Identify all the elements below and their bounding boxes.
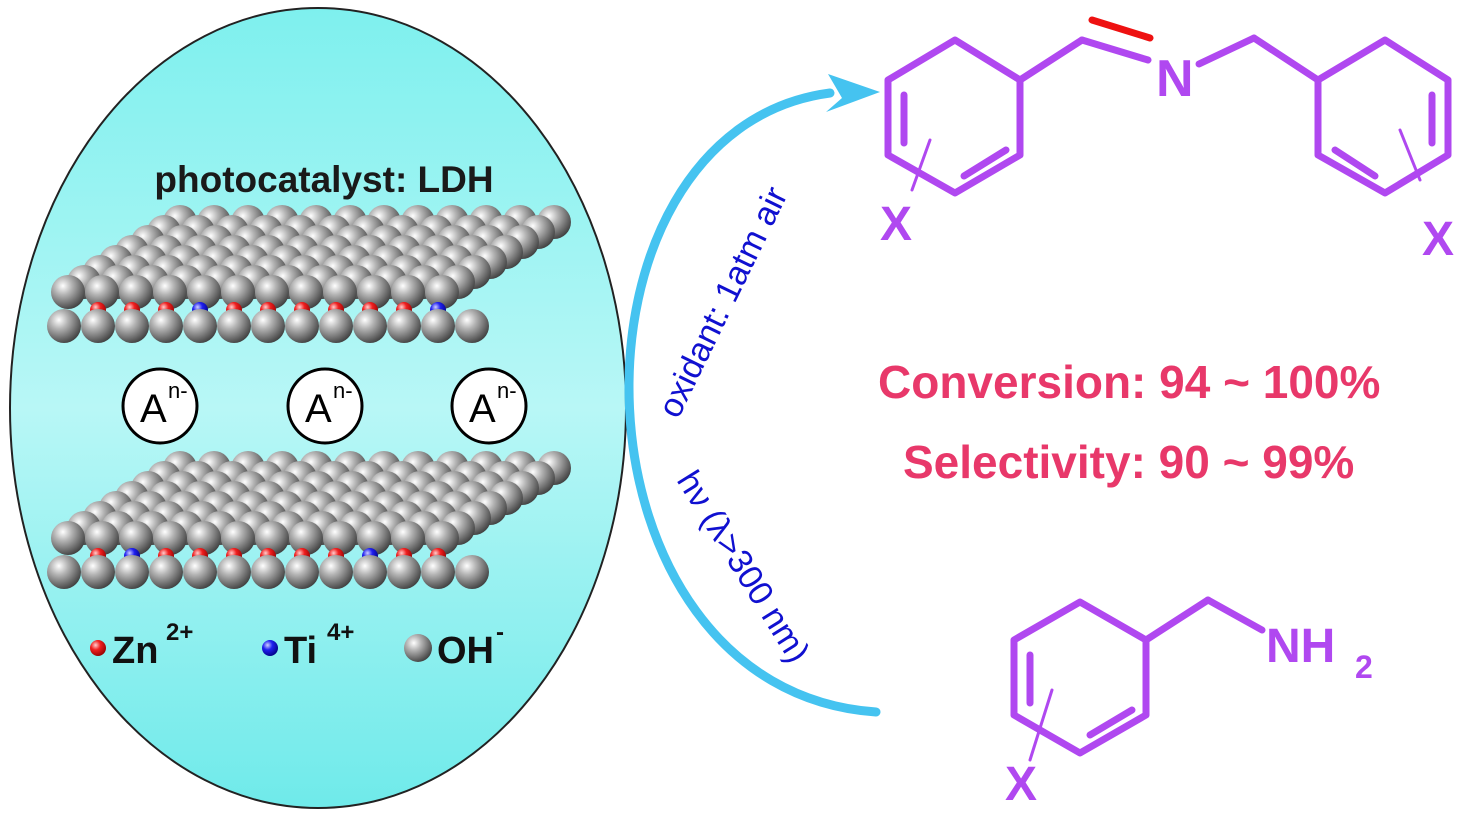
anion-1: A n-	[121, 367, 199, 445]
svg-text:-: -	[496, 619, 504, 646]
oh-sphere	[47, 309, 81, 343]
svg-text:A: A	[469, 387, 496, 431]
oh-sphere	[51, 521, 85, 555]
arrow-curve	[624, 88, 881, 717]
oh-sphere	[115, 555, 149, 589]
oh-sphere	[425, 275, 459, 309]
oh-sphere	[455, 555, 489, 589]
catalyst-panel: photocatalyst: LDH A n- A n- A n- Zn 2+ …	[9, 7, 627, 809]
reaction-arrow	[624, 74, 881, 717]
oh-sphere	[85, 521, 119, 555]
product-x-left: X	[880, 198, 912, 251]
oh-sphere	[217, 555, 251, 589]
oh-sphere	[353, 555, 387, 589]
anion-3: A n-	[450, 367, 528, 445]
oh-sphere	[391, 521, 425, 555]
oh-sphere	[357, 521, 391, 555]
reactant-ring	[1010, 598, 1150, 757]
oh-sphere	[149, 309, 183, 343]
oh-sphere	[153, 521, 187, 555]
oh-sphere	[217, 309, 251, 343]
oh-sphere	[387, 309, 421, 343]
amine-group-sub: 2	[1355, 649, 1373, 685]
product-ring-left	[884, 36, 1024, 197]
oh-sphere	[251, 555, 285, 589]
oh-sphere	[85, 275, 119, 309]
oh-sphere	[421, 309, 455, 343]
oh-sphere	[289, 521, 323, 555]
ldh-layer-bottom	[47, 451, 571, 589]
conditions: oxidant: 1atm air hν (λ>300 nm)	[651, 181, 817, 669]
legend-oh-swatch	[404, 634, 432, 662]
oh-sphere	[323, 521, 357, 555]
oh-sphere	[255, 521, 289, 555]
legend-zn-label: Zn	[112, 630, 158, 672]
svg-text:n-: n-	[168, 378, 188, 403]
oh-sphere	[455, 309, 489, 343]
svg-text:A: A	[305, 387, 332, 431]
legend-ti-label: Ti	[284, 630, 317, 672]
oh-sphere	[183, 555, 217, 589]
oh-sphere	[153, 275, 187, 309]
oh-sphere	[353, 309, 387, 343]
oh-sphere	[115, 309, 149, 343]
anion-2: A n-	[286, 367, 364, 445]
oh-sphere	[323, 275, 357, 309]
oh-sphere	[221, 521, 255, 555]
oh-sphere	[81, 309, 115, 343]
oh-sphere	[81, 555, 115, 589]
oh-sphere	[119, 275, 153, 309]
oh-sphere	[51, 275, 85, 309]
svg-text:4+: 4+	[327, 619, 354, 646]
svg-text:n-: n-	[497, 378, 517, 403]
oh-sphere	[319, 555, 353, 589]
legend-zn-swatch	[90, 640, 106, 656]
oh-sphere	[187, 521, 221, 555]
oh-sphere	[285, 309, 319, 343]
oh-sphere	[47, 555, 81, 589]
legend-oh-label: OH	[437, 630, 494, 672]
legend-ti-swatch	[262, 640, 278, 656]
amine-group: NH	[1266, 620, 1335, 673]
svg-text:A: A	[140, 387, 167, 431]
oh-sphere	[289, 275, 323, 309]
reactant-x: X	[1005, 758, 1037, 811]
oh-sphere	[357, 275, 391, 309]
oh-sphere	[285, 555, 319, 589]
selectivity-result: Selectivity: 90 ~ 99%	[903, 436, 1354, 488]
oh-sphere	[183, 309, 217, 343]
oh-sphere	[149, 555, 183, 589]
oh-sphere	[221, 275, 255, 309]
svg-text:2+: 2+	[166, 619, 193, 646]
catalyst-title: photocatalyst: LDH	[154, 159, 493, 200]
arrow-head	[826, 74, 880, 112]
benzylamine-reactant	[1010, 596, 1266, 762]
oh-sphere	[255, 275, 289, 309]
oh-sphere	[187, 275, 221, 309]
oh-sphere	[421, 555, 455, 589]
oxidant-label: oxidant: 1atm air	[651, 181, 795, 424]
svg-text:n-: n-	[333, 378, 353, 403]
conversion-result: Conversion: 94 ~ 100%	[878, 356, 1380, 408]
product-ring-right	[1314, 36, 1452, 197]
oh-sphere	[391, 275, 425, 309]
imine-nitrogen: N	[1156, 50, 1194, 108]
oh-sphere	[425, 521, 459, 555]
imine-product	[884, 34, 1452, 197]
legend: Zn 2+ Ti 4+ OH -	[90, 619, 504, 672]
oh-sphere	[251, 309, 285, 343]
light-label: hν (λ>300 nm)	[669, 464, 817, 669]
oh-sphere	[319, 309, 353, 343]
oh-sphere	[119, 521, 153, 555]
ldh-layer-top	[47, 205, 571, 343]
product-x-right: X	[1422, 213, 1454, 266]
oh-sphere	[387, 555, 421, 589]
imine-double-bond	[1078, 16, 1154, 64]
